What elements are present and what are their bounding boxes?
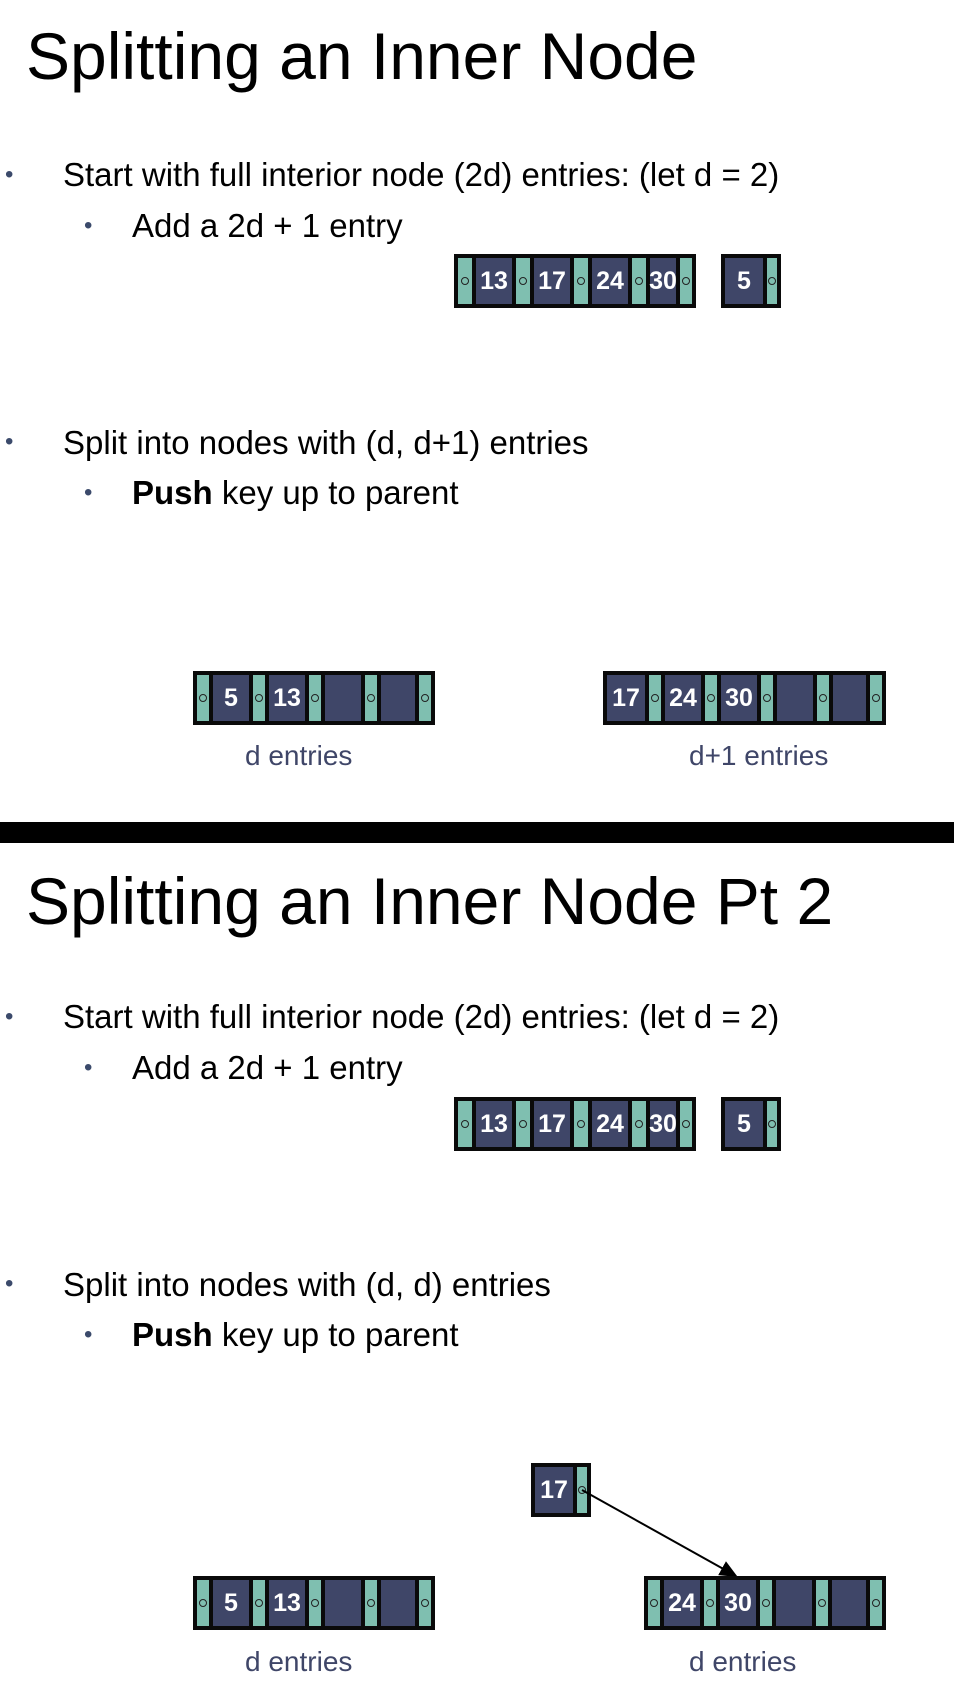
node-key: 13 — [269, 1580, 305, 1626]
right-node-caption: d entries — [689, 1646, 797, 1677]
new-entry-node: 5 — [721, 1097, 781, 1151]
pointer-slot — [309, 1580, 321, 1626]
empty-key-slot — [777, 675, 813, 721]
pointer-slot — [574, 1101, 588, 1147]
pointer-slot — [419, 675, 431, 721]
push-rest: key up to parent — [212, 474, 459, 511]
pointer-slot — [197, 1580, 209, 1626]
empty-key-slot — [833, 675, 866, 721]
pointer-slot — [767, 1101, 777, 1147]
node-key: 5 — [725, 258, 763, 304]
right-node-caption: d+1 entries — [689, 740, 829, 771]
sub-bullet-add-entry: Add a 2d + 1 entry — [132, 207, 403, 244]
sub-bullet-add-entry: Add a 2d + 1 entry — [132, 1049, 403, 1086]
node-key: 24 — [592, 258, 628, 304]
bullet-dot: • — [5, 161, 14, 188]
bullet-dot: • — [5, 1003, 14, 1030]
pointer-slot — [253, 675, 265, 721]
right-split-node: 17 24 30 — [603, 671, 886, 725]
node-key: 5 — [213, 1580, 249, 1626]
sub-bullet-dot: • — [84, 212, 93, 239]
pointer-slot — [648, 1580, 660, 1626]
slide-title: Splitting an Inner Node — [26, 19, 698, 93]
left-split-node: 5 13 — [193, 1576, 435, 1630]
node-key: 13 — [476, 258, 512, 304]
pointer-slot — [817, 675, 829, 721]
bullet-split-nodes: Split into nodes with (d, d+1) entries — [63, 424, 589, 461]
full-inner-node: 13 17 24 30 — [454, 254, 696, 308]
pointer-slot — [760, 1580, 772, 1626]
bullet-dot: • — [5, 1270, 14, 1297]
pointer-slot — [705, 675, 717, 721]
pointer-slot — [516, 258, 530, 304]
pointer-slot — [816, 1580, 828, 1626]
node-key: 17 — [534, 1101, 570, 1147]
node-key: 17 — [535, 1467, 573, 1513]
left-node-caption: d entries — [245, 740, 353, 771]
node-key: 17 — [607, 675, 645, 721]
node-key: 13 — [269, 675, 305, 721]
node-key: 5 — [725, 1101, 763, 1147]
bullet-start-full-node: Start with full interior node (2d) entri… — [63, 998, 780, 1035]
slide-splitting-inner-node: Splitting an Inner Node • Start with ful… — [0, 0, 954, 822]
node-key: 30 — [721, 675, 757, 721]
push-rest: key up to parent — [212, 1316, 459, 1353]
slide-title: Splitting an Inner Node Pt 2 — [26, 864, 834, 938]
pointer-slot — [761, 675, 773, 721]
pointer-slot — [458, 258, 472, 304]
pointer-slot — [365, 1580, 377, 1626]
full-inner-node: 13 17 24 30 — [454, 1097, 696, 1151]
empty-key-slot — [325, 675, 361, 721]
new-entry-node: 5 — [721, 254, 781, 308]
node-key: 17 — [534, 258, 570, 304]
node-key: 13 — [476, 1101, 512, 1147]
left-node-caption: d entries — [245, 1646, 353, 1677]
pointer-slot — [253, 1580, 265, 1626]
bullet-dot: • — [5, 428, 14, 455]
node-key: 30 — [720, 1580, 756, 1626]
empty-key-slot — [381, 1580, 415, 1626]
pointer-slot — [680, 258, 692, 304]
empty-key-slot — [325, 1580, 361, 1626]
pointer-slot — [197, 675, 209, 721]
slide-splitting-inner-node-pt2: Splitting an Inner Node Pt 2 • Start wit… — [0, 843, 954, 1704]
right-split-node: 24 30 — [644, 1576, 886, 1630]
sub-bullet-dot: • — [84, 1321, 93, 1348]
node-key: 5 — [213, 675, 249, 721]
empty-key-slot — [776, 1580, 812, 1626]
node-key: 30 — [649, 258, 677, 304]
pointer-slot — [458, 1101, 472, 1147]
node-key: 30 — [649, 1101, 677, 1147]
push-bold: Push — [132, 474, 213, 511]
push-bold: Push — [132, 1316, 213, 1353]
pointer-slot — [649, 675, 661, 721]
bullet-start-full-node: Start with full interior node (2d) entri… — [63, 156, 780, 193]
node-key: 24 — [664, 1580, 700, 1626]
left-split-node: 5 13 — [193, 671, 435, 725]
pointer-slot — [767, 258, 777, 304]
pointer-arrow — [581, 1489, 738, 1577]
pointer-slot — [309, 675, 321, 721]
pointer-slot — [632, 258, 646, 304]
slide-separator — [0, 822, 954, 843]
pointer-slot — [365, 675, 377, 721]
bullet-split-nodes: Split into nodes with (d, d) entries — [63, 1266, 551, 1303]
node-key: 24 — [665, 675, 701, 721]
empty-key-slot — [832, 1580, 866, 1626]
sub-bullet-dot: • — [84, 479, 93, 506]
pointer-slot — [704, 1580, 716, 1626]
pointer-slot — [870, 1580, 882, 1626]
sub-bullet-push-key: Push key up to parent — [132, 1318, 459, 1351]
pointer-slot — [870, 675, 882, 721]
pointer-slot — [680, 1101, 692, 1147]
sub-bullet-push-key: Push key up to parent — [132, 476, 459, 509]
pointer-slot — [419, 1580, 431, 1626]
sub-bullet-dot: • — [84, 1054, 93, 1081]
pointer-slot — [574, 258, 588, 304]
empty-key-slot — [381, 675, 415, 721]
pointer-slot — [516, 1101, 530, 1147]
node-key: 24 — [592, 1101, 628, 1147]
pointer-slot — [632, 1101, 646, 1147]
